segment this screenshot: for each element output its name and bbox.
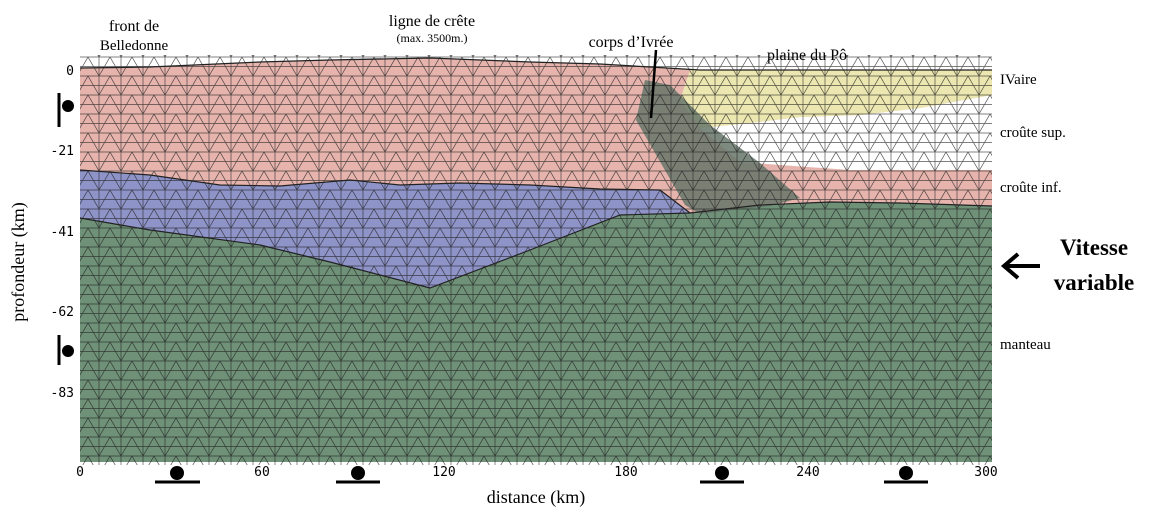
label-mantle: manteau xyxy=(1000,337,1051,353)
ivrea-pointer xyxy=(649,49,658,119)
surface-topography xyxy=(80,57,992,71)
x-tick-4: 240 xyxy=(796,465,819,480)
station-markers xyxy=(57,93,928,484)
x-tick-0: 0 xyxy=(76,465,84,480)
moho-boundary xyxy=(80,201,992,289)
velocity-arrow xyxy=(1000,252,1040,280)
y-tick-0: 0 xyxy=(66,64,74,79)
finite-element-mesh xyxy=(80,55,992,465)
x-axis-ticks: 0 60 120 180 240 300 xyxy=(76,465,998,480)
label-lower-crust: croûte inf. xyxy=(1000,180,1062,196)
y-tick-3: -62 xyxy=(51,305,74,320)
label-crest-sub: (max. 3500m.) xyxy=(397,31,468,45)
x-tick-1: 60 xyxy=(254,465,270,480)
station-icon xyxy=(57,93,74,127)
label-ivrea: corps d’Ivrée xyxy=(589,34,674,51)
model-layers xyxy=(80,55,992,465)
label-velocity-line2: variable xyxy=(1054,270,1135,295)
station-icon xyxy=(700,466,744,484)
station-icon xyxy=(336,466,380,484)
y-axis-label: profondeur (km) xyxy=(8,202,29,321)
station-icon xyxy=(57,335,74,365)
label-velocity-line1: Vitesse xyxy=(1060,235,1128,260)
y-tick-2: -41 xyxy=(51,225,74,240)
x-tick-5: 300 xyxy=(974,465,997,480)
label-ivaire: IVaire xyxy=(1000,72,1037,88)
y-tick-4: -83 xyxy=(51,386,74,401)
x-tick-3: 180 xyxy=(614,465,637,480)
label-upper-crust: croûte sup. xyxy=(1000,125,1066,141)
y-axis-ticks: 0 -21 -41 -62 -83 xyxy=(51,64,74,401)
label-front-line2: Belledonne xyxy=(100,38,169,54)
label-crest: ligne de crête xyxy=(389,13,475,30)
x-tick-2: 120 xyxy=(432,465,455,480)
label-po: plaine du Pô xyxy=(767,47,847,64)
station-icon xyxy=(884,466,928,484)
label-front-line1: front de xyxy=(109,18,159,35)
station-icon xyxy=(155,466,200,484)
upper-lower-boundary xyxy=(80,169,691,214)
y-tick-1: -21 xyxy=(51,144,74,159)
x-axis-label: distance (km) xyxy=(487,487,585,508)
